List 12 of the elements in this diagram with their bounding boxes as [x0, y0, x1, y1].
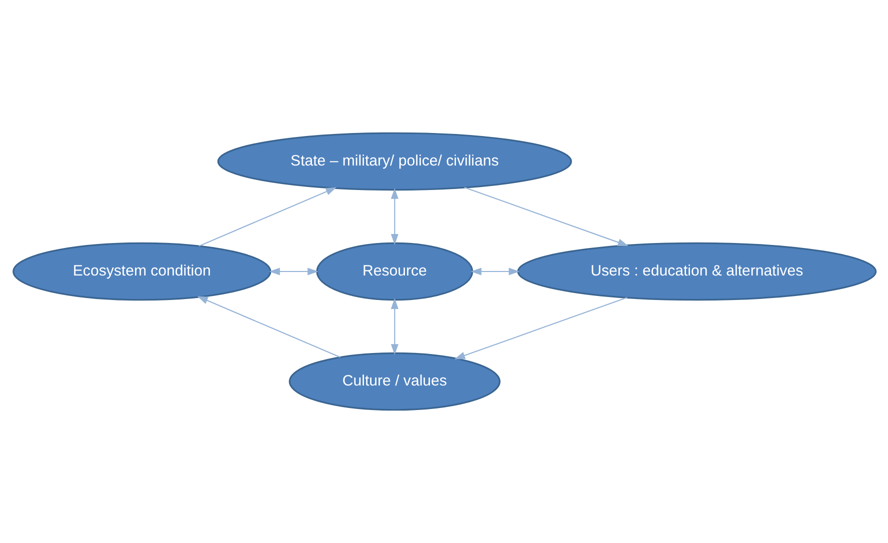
arrow	[390, 188, 398, 245]
arrow	[196, 296, 340, 358]
arrow	[268, 268, 318, 276]
node-ellipse: Users : education & alternatives	[516, 242, 876, 301]
arrow	[390, 298, 398, 355]
arrow	[198, 187, 336, 247]
arrow	[464, 186, 628, 246]
node-ellipse: State – military/ police/ civilians	[216, 132, 572, 191]
arrow	[454, 296, 627, 360]
arrow	[470, 268, 520, 276]
node-ellipse: Resource	[316, 242, 473, 301]
node-ellipse: Ecosystem condition	[12, 242, 271, 301]
